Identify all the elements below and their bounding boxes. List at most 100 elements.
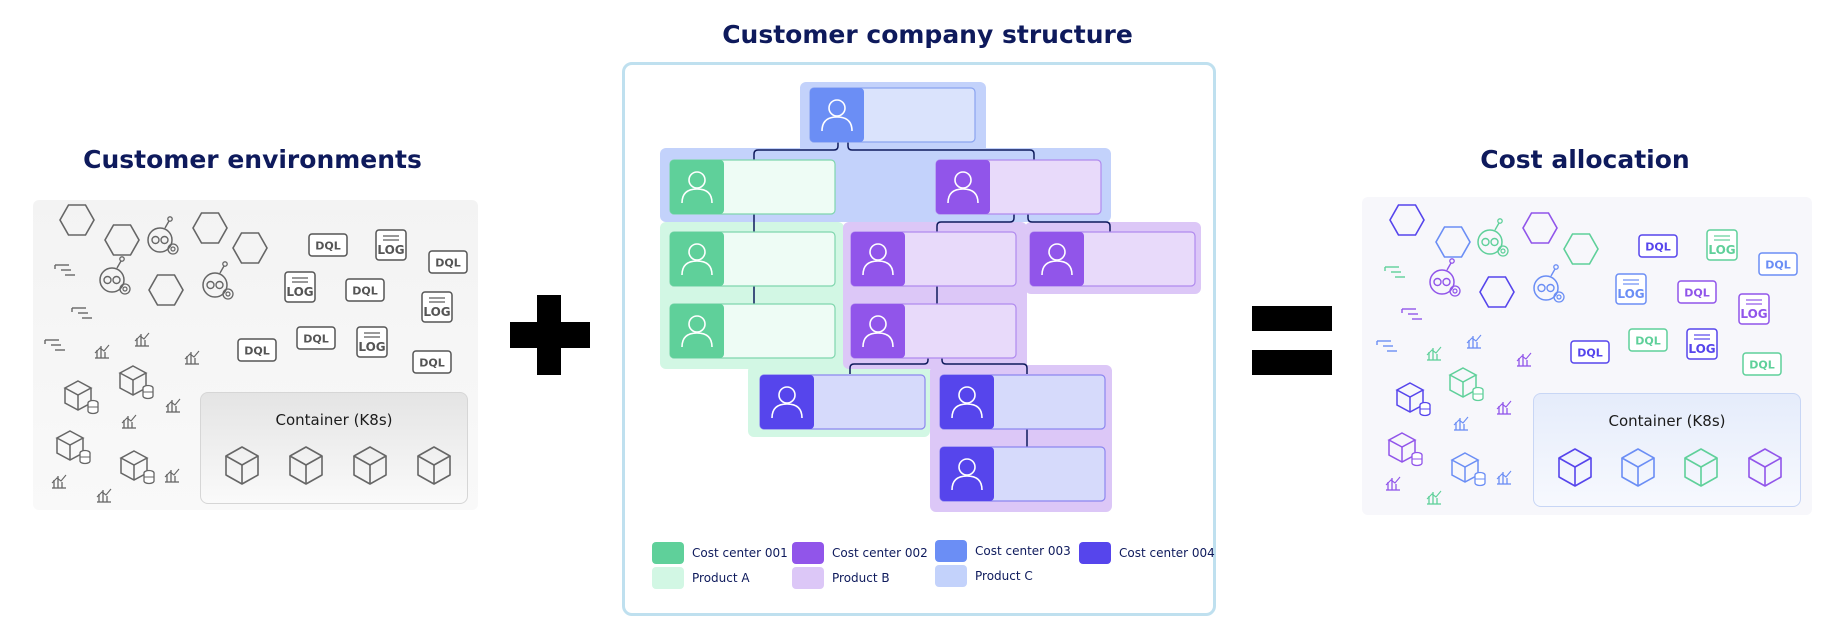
legend-label: Cost center 001 <box>692 546 788 560</box>
right-tag-dql: DQL <box>1677 280 1717 304</box>
left-tag-log: LOG <box>421 291 453 323</box>
tag-label: LOG <box>1708 243 1735 257</box>
legend-item: Cost center 002 <box>792 542 928 564</box>
plus-sign-horizontal <box>510 322 590 348</box>
person-card <box>669 303 836 359</box>
right-tags: DQL LOG DQL LOG DQL LOG DQL DQL LOG DQL <box>1570 229 1798 376</box>
person-card <box>939 374 1106 430</box>
right-tag-log: LOG <box>1686 328 1718 360</box>
tag-label: DQL <box>244 345 270 358</box>
legend-item: Cost center 001 <box>652 542 788 564</box>
person-card <box>759 374 926 430</box>
legend-label: Cost center 003 <box>975 544 1071 558</box>
bars-icon <box>71 307 93 319</box>
bars-icon <box>44 339 66 351</box>
cube-icon <box>225 446 259 485</box>
hexagon-icon <box>1522 212 1558 244</box>
left-tag-dql: DQL <box>428 250 468 274</box>
equals-sign-top <box>1252 306 1332 331</box>
legend-label: Product B <box>832 571 890 585</box>
person-card <box>669 231 836 287</box>
bars-icon <box>1376 340 1398 352</box>
chart-icon <box>51 474 67 489</box>
hexagon-icon <box>192 212 228 244</box>
database-cube-icon <box>120 450 155 485</box>
legend-item: Product A <box>652 567 750 589</box>
right-tag-dql: DQL <box>1638 234 1678 258</box>
chart-icon <box>1385 476 1401 491</box>
hexagon-icon <box>1563 233 1599 265</box>
right-tag-log: LOG <box>1615 273 1647 305</box>
hexagon-icon <box>232 232 268 264</box>
tag-label: LOG <box>286 285 313 299</box>
legend-item: Cost center 003 <box>935 540 1071 562</box>
chart-icon <box>1516 352 1532 367</box>
left-container-label: Container (K8s) <box>275 411 393 429</box>
tag-label: DQL <box>352 285 378 298</box>
tag-label: DQL <box>1684 287 1710 300</box>
connector-lines <box>753 142 1111 447</box>
person-card <box>850 231 1017 287</box>
bars-icon <box>1401 308 1423 320</box>
legend-label: Cost center 004 <box>1119 546 1215 560</box>
robot-icon <box>1429 258 1461 297</box>
robot-icon <box>202 261 234 300</box>
left-tag-log: LOG <box>375 229 407 261</box>
tag-label: DQL <box>315 240 341 253</box>
legend-item: Cost center 004 <box>1079 542 1215 564</box>
left-tag-dql: DQL <box>412 350 452 374</box>
chart-icon <box>184 350 200 365</box>
tag-label: DQL <box>1749 359 1775 372</box>
legend-label: Product C <box>975 569 1033 583</box>
chart-icon <box>121 414 137 429</box>
chart-icon <box>164 468 180 483</box>
left-tags: DQL LOG DQL LOG DQL LOG DQL DQL LOG DQL <box>237 229 468 374</box>
left-tag-dql: DQL <box>237 338 277 362</box>
left-tag-dql: DQL <box>308 233 348 257</box>
person-card <box>935 159 1102 215</box>
database-cube-icon <box>119 365 154 400</box>
legend-swatch <box>792 567 824 589</box>
chart-icon <box>1496 400 1512 415</box>
legend-swatch <box>935 540 967 562</box>
cube-icon <box>353 446 387 485</box>
tag-label: DQL <box>1645 241 1671 254</box>
database-cube-icon <box>1451 452 1486 487</box>
chart-icon <box>1466 334 1482 349</box>
tag-label: DQL <box>435 257 461 270</box>
cube-icon <box>1558 448 1592 487</box>
robot-icon <box>1477 218 1509 257</box>
right-tag-dql: DQL <box>1742 352 1782 376</box>
cost-allocation-title: Cost allocation <box>1480 145 1690 174</box>
chart-icon <box>96 488 112 503</box>
robot-icon <box>1533 264 1565 303</box>
database-cube-icon <box>56 430 91 465</box>
right-tag-dql: DQL <box>1570 340 1610 364</box>
person-card <box>850 303 1017 359</box>
left-tag-log: LOG <box>356 326 388 358</box>
chart-icon <box>1496 470 1512 485</box>
tag-label: DQL <box>303 333 329 346</box>
cube-icon <box>1621 448 1655 487</box>
left-tag-dql: DQL <box>296 326 336 350</box>
right-tag-log: LOG <box>1706 229 1738 261</box>
database-cube-icon <box>1449 367 1484 402</box>
chart-icon <box>134 332 150 347</box>
equals-sign-bottom <box>1252 350 1332 375</box>
tag-label: LOG <box>423 305 450 319</box>
chart-icon <box>1426 490 1442 505</box>
tag-label: DQL <box>1635 335 1661 348</box>
legend-swatch <box>652 567 684 589</box>
right-tag-dql: DQL <box>1758 252 1798 276</box>
tag-label: LOG <box>1740 307 1767 321</box>
company-structure-title: Customer company structure <box>722 20 1133 49</box>
tag-label: DQL <box>1765 259 1791 272</box>
legend: Cost center 001 Cost center 002 Cost cente… <box>652 540 1215 589</box>
tag-label: DQL <box>1577 347 1603 360</box>
right-tag-dql: DQL <box>1628 328 1668 352</box>
chart-icon <box>165 398 181 413</box>
database-cube-icon <box>1396 382 1431 417</box>
tag-label: LOG <box>1688 342 1715 356</box>
person-card <box>1029 231 1196 287</box>
